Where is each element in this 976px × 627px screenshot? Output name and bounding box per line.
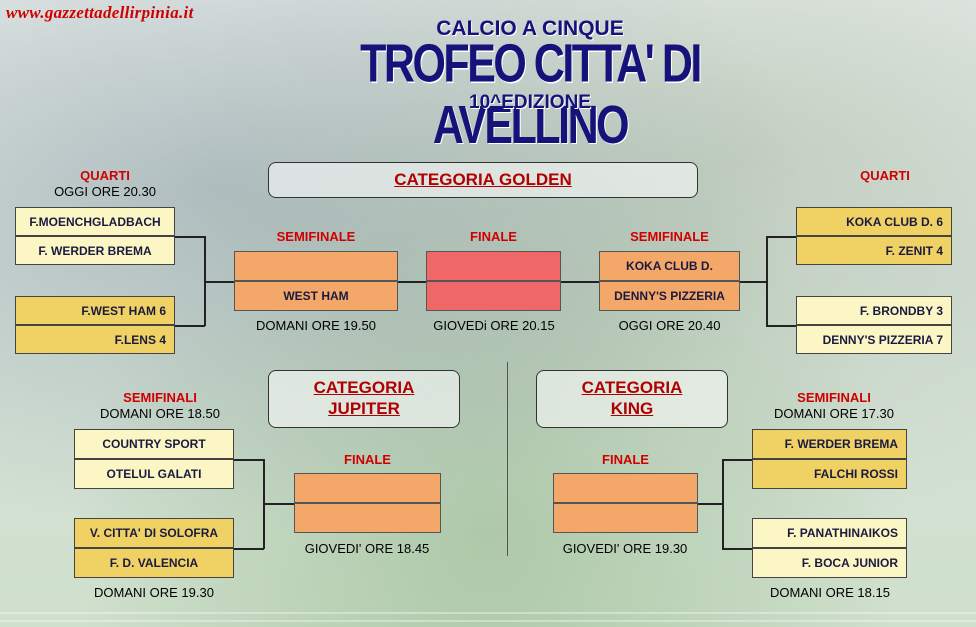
king-final-time: GIOVEDI' ORE 19.30 — [562, 541, 688, 556]
connector-line — [263, 503, 294, 505]
king-final-slot1 — [553, 473, 698, 503]
connector-line — [234, 548, 264, 550]
jupiter-s2-team2: F. D. VALENCIA — [74, 548, 234, 578]
golden-right-quarters-label: QUARTI — [860, 168, 910, 183]
jupiter-semis-label: SEMIFINALI — [123, 390, 197, 405]
connector-line — [766, 236, 796, 238]
golden-q2-team2: F.LENS 4 — [15, 325, 175, 354]
golden-semi-right-slot2: DENNY'S PIZZERIA — [599, 281, 740, 311]
golden-semi-left-time: DOMANI ORE 19.50 — [256, 318, 376, 333]
connector-line — [175, 325, 205, 327]
king-final-slot2 — [553, 503, 698, 533]
connector-line — [766, 325, 796, 327]
golden-semi-left-slot2: WEST HAM — [234, 281, 398, 311]
golden-semi-left-slot1 — [234, 251, 398, 281]
king-semis-time: DOMANI ORE 17.30 — [774, 406, 894, 421]
category-jupiter-header: CATEGORIA JUPITER — [268, 370, 460, 428]
jupiter-semis-time: DOMANI ORE 18.50 — [100, 406, 220, 421]
king-s1-team2: FALCHI ROSSI — [752, 459, 907, 489]
jupiter-final-time: GIOVEDI' ORE 18.45 — [304, 541, 430, 556]
jupiter-s1-team2: OTELUL GALATI — [74, 459, 234, 489]
golden-semi-left-label: SEMIFINALE — [276, 229, 356, 244]
golden-left-quarters-label: QUARTI — [80, 168, 130, 183]
connector-line — [204, 281, 234, 283]
category-jupiter-line1: CATEGORIA — [313, 378, 415, 397]
golden-q3-team1: KOKA CLUB D. 6 — [796, 207, 952, 236]
golden-semi-right-slot1: KOKA CLUB D. — [599, 251, 740, 281]
king-s2-time: DOMANI ORE 18.15 — [770, 585, 890, 600]
jupiter-s1-team1: COUNTRY SPORT — [74, 429, 234, 459]
category-king-line1: CATEGORIA — [581, 378, 683, 397]
golden-q1-team2: F. WERDER BREMA — [15, 236, 175, 265]
king-s2-team1: F. PANATHINAIKOS — [752, 518, 907, 548]
golden-q4-team1: F. BRONDBY 3 — [796, 296, 952, 325]
king-s1-team1: F. WERDER BREMA — [752, 429, 907, 459]
king-s2-team2: F. BOCA JUNIOR — [752, 548, 907, 578]
golden-q2-team1: F.WEST HAM 6 — [15, 296, 175, 325]
category-king-line2: KING — [610, 399, 654, 418]
website-url[interactable]: www.gazzettadellirpinia.it — [6, 3, 194, 22]
connector-line — [175, 236, 205, 238]
jupiter-final-slot1 — [294, 473, 441, 503]
king-final-label: FINALE — [602, 452, 649, 467]
connector-line — [740, 281, 767, 283]
golden-semi-right-label: SEMIFINALE — [630, 229, 709, 244]
connector-line — [698, 503, 723, 505]
title-sport: CALCIO A CINQUE — [436, 17, 624, 40]
jupiter-s2-team1: V. CITTA' DI SOLOFRA — [74, 518, 234, 548]
golden-q3-team2: F. ZENIT 4 — [796, 236, 952, 265]
jupiter-s2-time: DOMANI ORE 19.30 — [94, 585, 214, 600]
jupiter-final-slot2 — [294, 503, 441, 533]
connector-line — [722, 548, 752, 550]
connector-line — [722, 459, 752, 461]
category-king-header: CATEGORIA KING — [536, 370, 728, 428]
king-semis-label: SEMIFINALI — [797, 390, 871, 405]
category-golden-header: CATEGORIA GOLDEN — [268, 162, 698, 198]
golden-q4-team2: DENNY'S PIZZERIA 7 — [796, 325, 952, 354]
golden-semi-right-time: OGGI ORE 20.40 — [618, 318, 721, 333]
golden-final-time: GIOVEDi ORE 20.15 — [433, 318, 555, 333]
title-edition: 10^EDIZIONE — [469, 92, 591, 113]
jupiter-final-label: FINALE — [344, 452, 391, 467]
golden-final-label: FINALE — [470, 229, 517, 244]
title-main: TROFEO CITTA' DI AVELLINO — [360, 34, 702, 156]
connector-line — [398, 281, 426, 283]
golden-left-quarters-time: OGGI ORE 20.30 — [54, 184, 156, 199]
golden-q1-team1: F.MOENCHGLADBACH — [15, 207, 175, 236]
connector-line — [561, 281, 599, 283]
category-divider — [507, 362, 508, 556]
category-jupiter-line2: JUPITER — [328, 399, 400, 418]
golden-final-slot2 — [426, 281, 561, 311]
connector-line — [234, 459, 264, 461]
golden-final-slot1 — [426, 251, 561, 281]
